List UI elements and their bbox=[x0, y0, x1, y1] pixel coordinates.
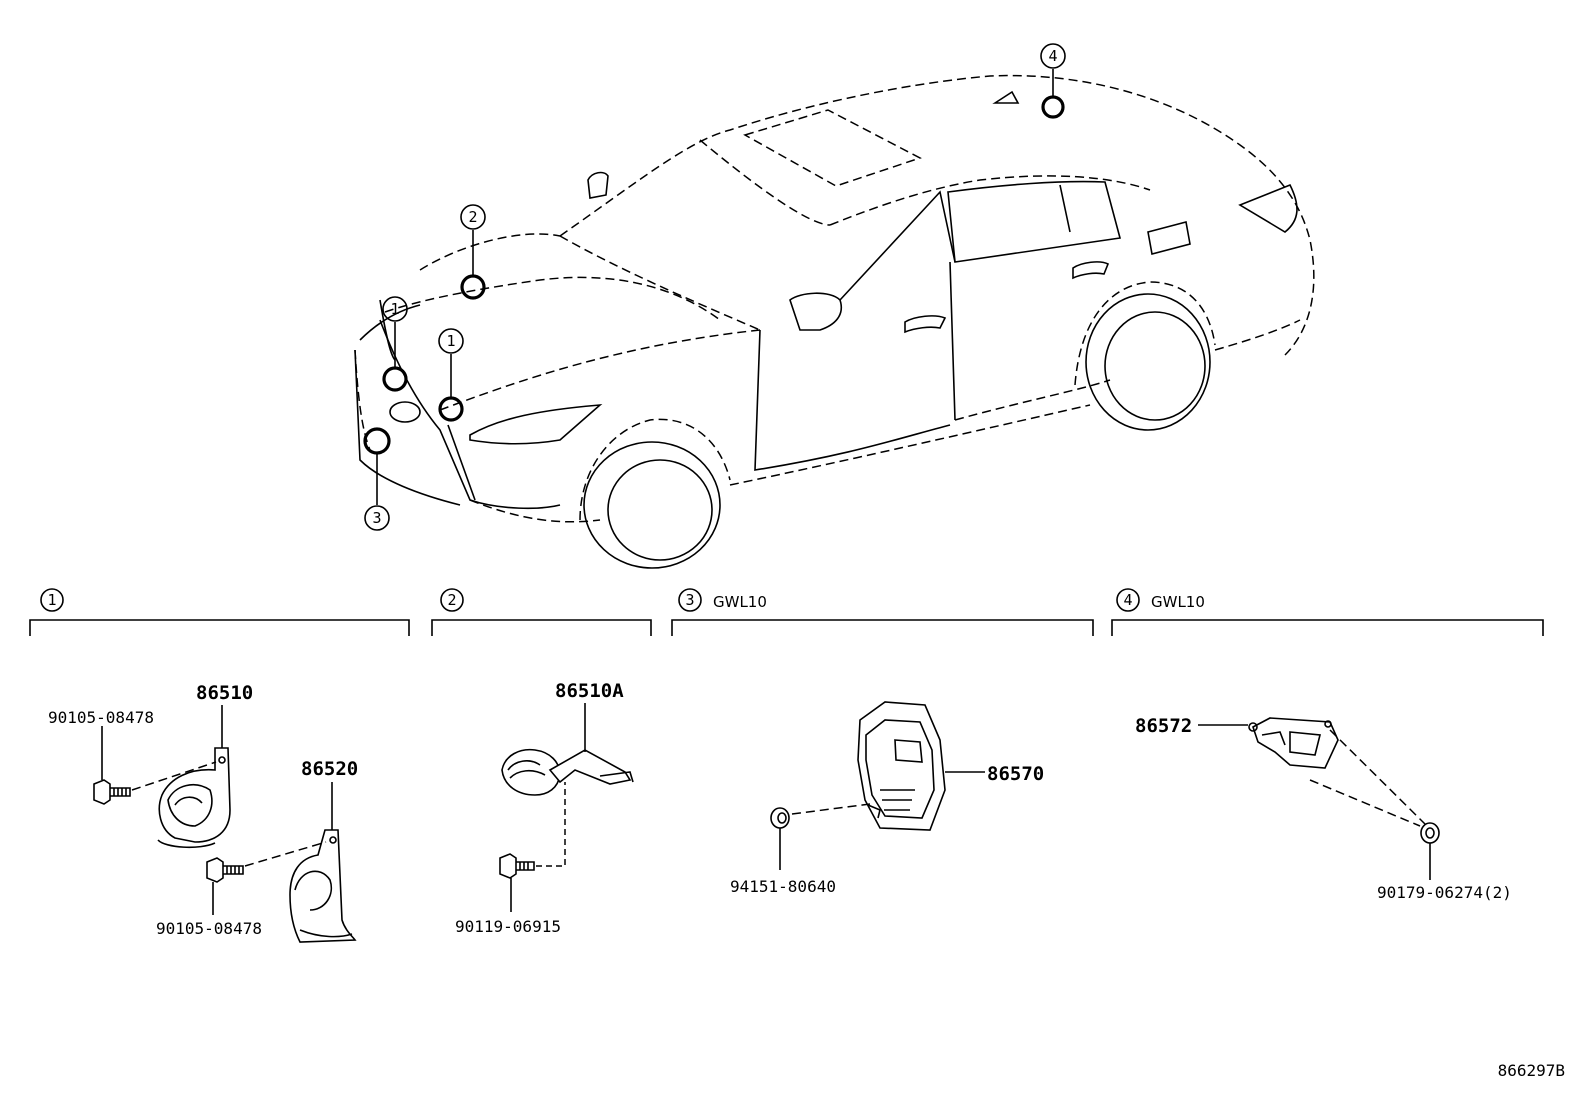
antenna-unit bbox=[1248, 717, 1339, 769]
horn-with-bracket bbox=[501, 748, 634, 796]
section-4-parts: 86572 90179-06274(2) bbox=[1135, 715, 1512, 902]
section-2-number: 2 bbox=[447, 591, 456, 609]
callout-2-label: 2 bbox=[468, 208, 477, 226]
section-3-model: GWL10 bbox=[713, 593, 767, 611]
part-86570: 86570 bbox=[987, 763, 1044, 785]
section-3-parts: 86570 94151-80640 bbox=[730, 701, 1044, 896]
bolt-s2 bbox=[499, 853, 535, 879]
part-86520: 86520 bbox=[301, 758, 358, 780]
callout-1-right: 1 bbox=[438, 328, 464, 398]
marker-1-left bbox=[382, 366, 408, 392]
callout-4-label: 4 bbox=[1048, 47, 1057, 65]
callout-2: 2 bbox=[460, 204, 486, 276]
part-90105-08478-top: 90105-08478 bbox=[48, 708, 154, 727]
section-2-parts: 86510A 90119-06915 bbox=[455, 680, 634, 936]
horn-high bbox=[157, 747, 231, 849]
car-illustration bbox=[354, 74, 1315, 569]
section-3-number: 3 bbox=[685, 591, 694, 609]
clip-s4 bbox=[1420, 822, 1440, 844]
section-1-parts: 86510 90105-08478 86520 90105-08478 bbox=[48, 682, 358, 943]
callout-1-left: 1 bbox=[382, 296, 408, 368]
section-4-model: GWL10 bbox=[1151, 593, 1205, 611]
nut-s3 bbox=[770, 807, 790, 829]
bolt-a bbox=[93, 779, 131, 805]
diagram-id: 866297B bbox=[1498, 1061, 1565, 1080]
callout-1-left-label: 1 bbox=[390, 300, 399, 318]
part-90105-08478-bottom: 90105-08478 bbox=[156, 919, 262, 938]
section-3-header: 3 GWL10 bbox=[671, 588, 1094, 636]
callout-3: 3 bbox=[364, 453, 390, 531]
section-2-header: 2 bbox=[431, 588, 652, 636]
part-94151-80640: 94151-80640 bbox=[730, 877, 836, 896]
part-86510A: 86510A bbox=[555, 680, 624, 702]
bolt-b bbox=[206, 857, 244, 883]
section-4-header: 4 GWL10 bbox=[1111, 588, 1544, 636]
marker-2 bbox=[460, 274, 486, 300]
section-1-header: 1 bbox=[29, 588, 410, 636]
part-86572: 86572 bbox=[1135, 715, 1192, 737]
section-4-number: 4 bbox=[1123, 591, 1132, 609]
callout-1-right-label: 1 bbox=[446, 332, 455, 350]
callout-4: 4 bbox=[1040, 43, 1066, 97]
part-90119-06915: 90119-06915 bbox=[455, 917, 561, 936]
callout-3-label: 3 bbox=[372, 509, 381, 527]
part-90179-06274-2: 90179-06274(2) bbox=[1377, 883, 1512, 902]
marker-4 bbox=[1041, 95, 1065, 119]
sensor-unit bbox=[857, 701, 946, 831]
part-86510: 86510 bbox=[196, 682, 253, 704]
horn-low bbox=[289, 829, 357, 943]
callouts: 1 1 2 3 4 bbox=[364, 43, 1066, 531]
section-1-number: 1 bbox=[47, 591, 56, 609]
marker-3 bbox=[363, 427, 391, 455]
section-headers: 1 2 3 GWL10 4 GWL10 bbox=[29, 588, 1544, 636]
